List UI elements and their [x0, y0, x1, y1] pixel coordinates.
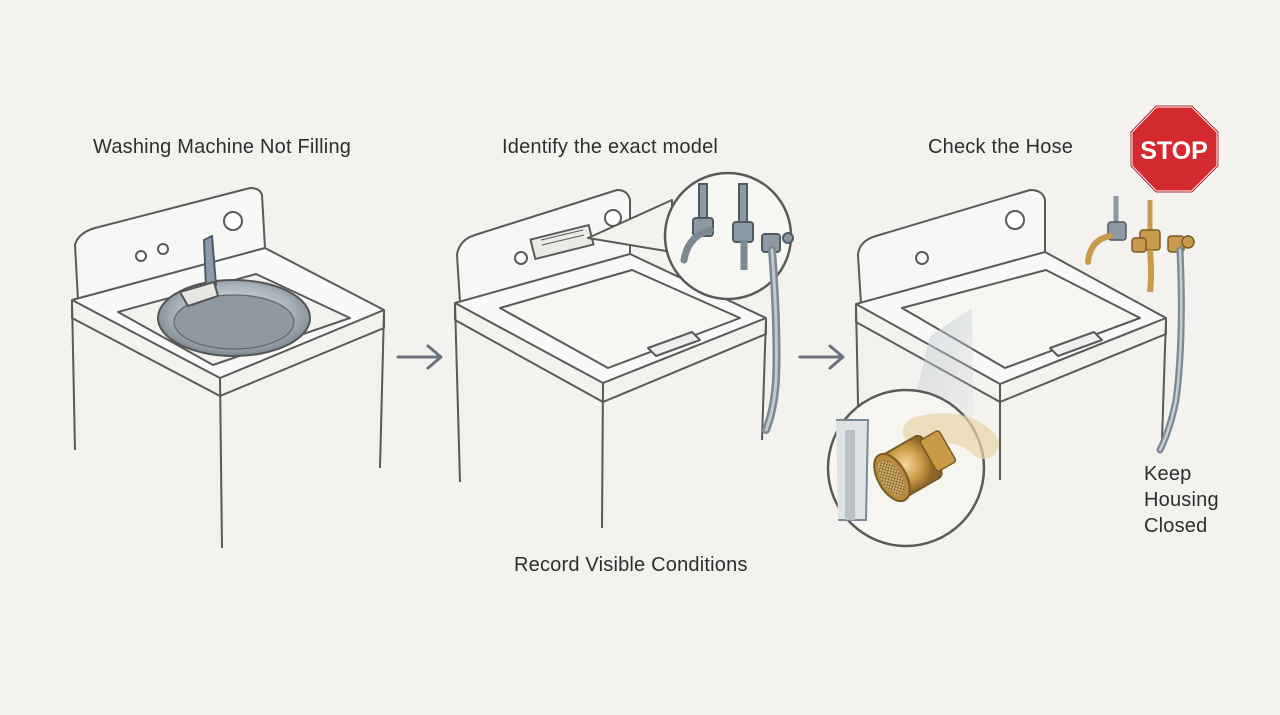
valve-callout: [587, 171, 794, 434]
keep-housing-line: Closed: [1144, 515, 1208, 537]
keep-housing-line: Keep: [1144, 463, 1192, 485]
hose-fitting-closeup: [826, 388, 999, 548]
step1-title: Washing Machine Not Filling: [93, 136, 352, 158]
stop-sign-text: STOP: [1140, 137, 1208, 165]
stop-sign-icon: STOP: [1129, 104, 1220, 194]
keep-housing-note: Keep Housing Closed: [1144, 461, 1264, 539]
keep-housing-line: Housing: [1144, 489, 1219, 511]
washing-machine-hoses: [855, 189, 1167, 501]
step2-title: Identify the exact model: [502, 136, 719, 158]
washing-machine-open: [71, 187, 385, 549]
supply-valves: [1085, 196, 1195, 454]
record-caption: Record Visible Conditions: [514, 554, 748, 576]
step3-title: Check the Hose: [928, 136, 1074, 158]
arrow-right-icon: [798, 344, 845, 370]
arrow-right-icon: [396, 344, 443, 370]
